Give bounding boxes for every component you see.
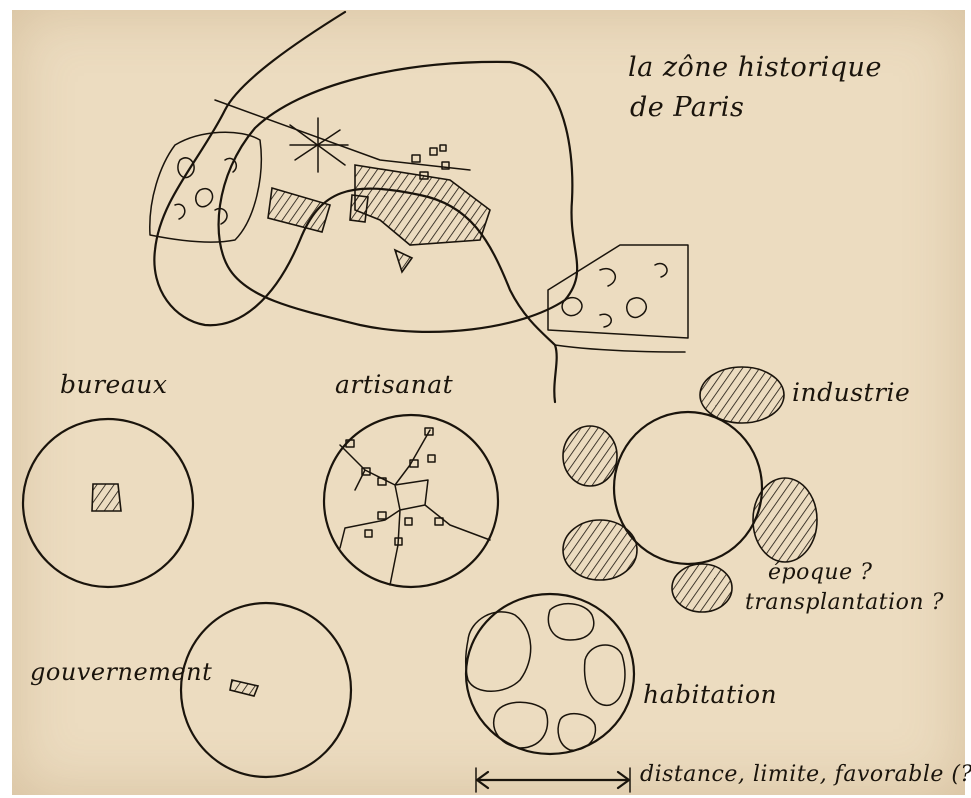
label-gouvernement: gouvernement <box>30 658 212 686</box>
bureaux-core <box>92 484 121 511</box>
habitation-unit-2 <box>548 604 593 640</box>
artisanat-network <box>340 430 490 585</box>
label-transplantation: transplantation ? <box>745 590 944 615</box>
historic-zone-2 <box>268 188 330 232</box>
bois-de-boulogne <box>150 132 261 242</box>
industrie-satellite-1 <box>700 367 784 423</box>
distance-arrow <box>476 768 630 792</box>
label-bureaux: bureaux <box>60 370 167 399</box>
habitation-unit-1 <box>466 612 531 691</box>
industrie-satellite-5 <box>672 564 732 612</box>
label-artisanat: artisanat <box>335 370 453 399</box>
gouvernement-core <box>230 680 258 696</box>
habitation-unit-3 <box>585 645 625 705</box>
small-blocks <box>412 145 449 179</box>
habitation-circle <box>466 594 634 754</box>
industrie-satellite-2 <box>563 426 617 486</box>
industrie-satellite-4 <box>563 520 637 580</box>
gouvernement-circle <box>181 603 351 777</box>
bois-de-vincennes <box>548 245 688 338</box>
label-epoque: époque ? <box>768 560 872 585</box>
label-distance: distance, limite, favorable (?) <box>640 762 971 787</box>
artisanat-workshops <box>346 428 443 545</box>
river-branch <box>555 345 685 352</box>
title-line-1: la zône historique <box>628 52 882 83</box>
habitation-unit-4 <box>494 702 548 748</box>
paris-map <box>150 12 688 402</box>
title-line-2: de Paris <box>630 92 744 123</box>
artisanat-circle <box>324 415 498 587</box>
etoile-star <box>290 118 348 172</box>
axis-line <box>215 100 470 170</box>
historic-zone-1 <box>355 165 490 245</box>
label-habitation: habitation <box>643 680 777 709</box>
industrie-satellite-3 <box>753 478 817 562</box>
label-industrie: industrie <box>792 378 910 407</box>
historic-zone-3 <box>350 195 368 222</box>
historic-zone-4 <box>395 250 412 272</box>
bureaux-circle <box>23 419 193 587</box>
